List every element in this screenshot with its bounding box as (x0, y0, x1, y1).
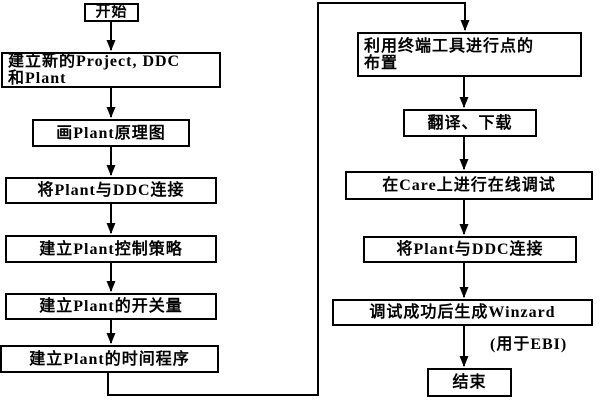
flow-node-label: 建立Plant控制策略 (39, 240, 183, 258)
flow-node-create-project-ddc-plant: 建立新的Project, DDC 和Plant (1, 52, 221, 88)
flow-node-draw-plant-schematic: 画Plant原理图 (32, 119, 190, 147)
flow-node-end: 结束 (427, 368, 512, 397)
flow-node-label: 建立Plant的开关量 (39, 298, 183, 315)
flow-node-terminal-tool-point-layout: 利用终端工具进行点的 布置 (357, 32, 582, 77)
flow-node-connect-plant-ddc-again: 将Plant与DDC连接 (363, 236, 577, 263)
flow-node-label: 翻译、下载 (427, 114, 513, 132)
flow-node-label-line1: 建立新的Project, DDC (8, 53, 181, 70)
flow-node-create-plant-switch-points: 建立Plant的开关量 (5, 293, 217, 320)
connector-l6-to-r1-loop (107, 2, 470, 396)
flow-node-label-line2: 布置 (364, 54, 399, 72)
flow-node-create-plant-control-strategy: 建立Plant控制策略 (5, 235, 217, 263)
flow-node-translate-download: 翻译、下载 (403, 109, 537, 137)
flow-node-label: 将Plant与DDC连接 (396, 241, 544, 258)
flow-node-connect-plant-ddc: 将Plant与DDC连接 (5, 177, 217, 204)
flow-node-label-line1: 利用终端工具进行点的 (364, 37, 535, 55)
flow-node-end-label: 结束 (452, 374, 487, 391)
flow-node-label: 在Care上进行在线调试 (382, 177, 556, 194)
flow-node-start: 开始 (84, 3, 139, 22)
flow-node-online-debug-in-care: 在Care上进行在线调试 (345, 171, 593, 200)
ebi-usage-note: (用于EBI) (490, 336, 568, 353)
flow-node-label: 调试成功后生成Winzard (369, 304, 556, 321)
flow-node-label-line2: 和Plant (8, 70, 67, 87)
flow-node-start-label: 开始 (95, 4, 128, 20)
flow-node-label: 画Plant原理图 (56, 124, 166, 142)
flow-node-label: 将Plant与DDC连接 (37, 182, 185, 199)
flow-node-generate-winzard: 调试成功后生成Winzard (332, 299, 593, 326)
flow-node-create-plant-time-program: 建立Plant的时间程序 (0, 345, 219, 373)
flow-node-label: 建立Plant的时间程序 (29, 350, 190, 368)
